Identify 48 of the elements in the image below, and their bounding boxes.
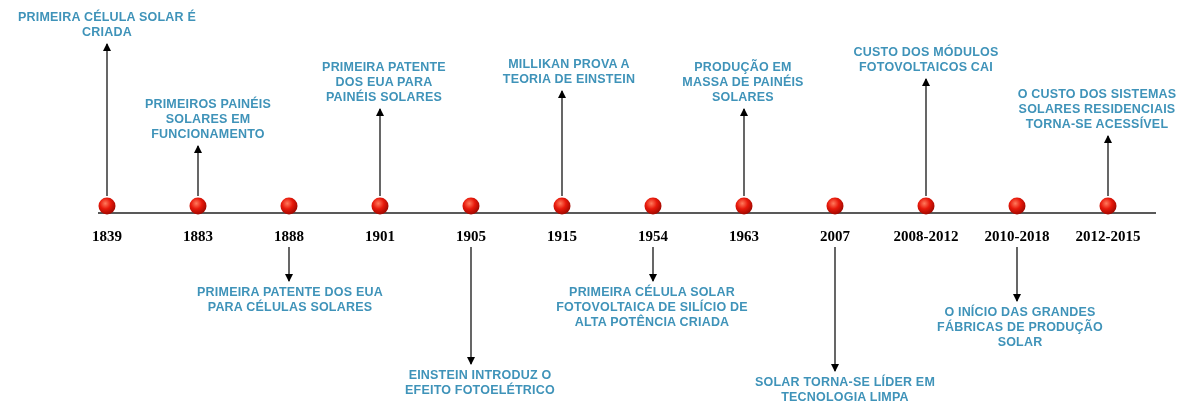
timeline-dot — [1008, 197, 1026, 215]
year-label: 2008-2012 — [892, 228, 960, 245]
timeline-dot — [735, 197, 753, 215]
timeline-dot — [553, 197, 571, 215]
timeline-dot — [462, 197, 480, 215]
event-label: MILLIKAN PROVA A TEORIA DE EINSTEIN — [499, 57, 639, 87]
year-label: 1839 — [91, 228, 123, 245]
timeline-dot — [917, 197, 935, 215]
arrow — [740, 108, 748, 197]
year-label: 1915 — [546, 228, 578, 245]
event-label: PRIMEIRA CÉLULA SOLAR É CRIADA — [7, 10, 207, 40]
arrow — [922, 78, 930, 197]
event-label: CUSTO DOS MÓDULOS FOTOVOLTAICOS CAI — [843, 45, 1009, 75]
year-label: 2007 — [819, 228, 851, 245]
event-label: SOLAR TORNA-SE LÍDER EM TECNOLOGIA LIMPA — [742, 375, 948, 405]
arrow — [558, 90, 566, 197]
timeline-dot — [644, 197, 662, 215]
year-label: 1963 — [728, 228, 760, 245]
event-label: O INÍCIO DAS GRANDES FÁBRICAS DE PRODUÇÃO SOLAR — [930, 305, 1110, 350]
timeline-dot — [826, 197, 844, 215]
year-label: 1901 — [364, 228, 396, 245]
year-label: 1954 — [637, 228, 669, 245]
arrow — [1013, 246, 1021, 302]
event-label: PRIMEIRA PATENTE DOS EUA PARA PAINÉIS SOLARES — [311, 60, 457, 105]
event-label: O CUSTO DOS SISTEMAS SOLARES RESIDENCIAIS TORNA-SE ACESSÍVEL — [1007, 87, 1187, 132]
event-label: PRODUÇÃO EM MASSA DE PAINÉIS SOLARES — [673, 60, 813, 105]
year-label: 2012-2015 — [1074, 228, 1142, 245]
year-label: 1905 — [455, 228, 487, 245]
year-label: 1883 — [182, 228, 214, 245]
arrow — [285, 246, 293, 282]
arrow — [194, 145, 202, 197]
event-label: PRIMEIROS PAINÉIS SOLARES EM FUNCIONAMENTO — [138, 97, 278, 142]
timeline-dot — [189, 197, 207, 215]
arrow — [103, 43, 111, 197]
event-label: PRIMEIRA CÉLULA SOLAR FOTOVOLTAICA DE SILÍCIO DE ALTA POTÊNCIA CRIADA — [547, 285, 757, 330]
year-label: 2010-2018 — [983, 228, 1051, 245]
arrow — [649, 246, 657, 282]
event-label: PRIMEIRA PATENTE DOS EUA PARA CÉLULAS SOLARES — [185, 285, 395, 315]
event-label: EINSTEIN INTRODUZ O EFEITO FOTOELÉTRICO — [395, 368, 565, 398]
year-label: 1888 — [273, 228, 305, 245]
arrow — [467, 246, 475, 365]
timeline-dot — [1099, 197, 1117, 215]
timeline-dot — [280, 197, 298, 215]
timeline-dot — [98, 197, 116, 215]
timeline-dot — [371, 197, 389, 215]
arrow — [376, 108, 384, 197]
arrow — [831, 246, 839, 372]
arrow — [1104, 135, 1112, 197]
